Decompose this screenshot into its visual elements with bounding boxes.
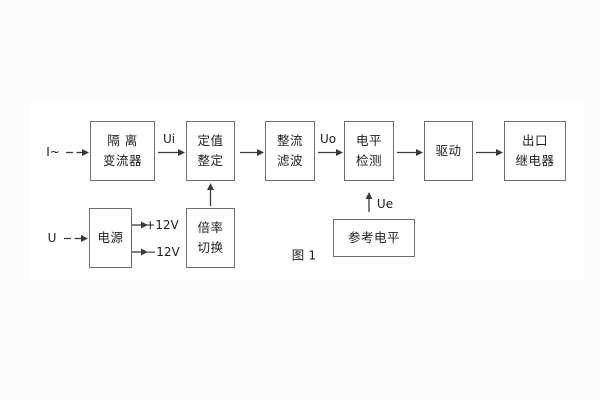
label-input-voltage: U	[47, 231, 57, 245]
block-label-line: 驱动	[435, 142, 462, 158]
figure-caption: 图 1	[291, 247, 317, 263]
label-input-current: I~	[46, 145, 60, 159]
block-label-line: 电平	[355, 132, 382, 148]
block-label-line: 检测	[355, 153, 382, 168]
block-label-line: 定值	[197, 132, 224, 148]
block-output-relay: 出口 继电器	[504, 121, 566, 181]
block-power-supply: 电源	[89, 208, 132, 268]
block-level-detection: 电平 检测	[344, 121, 394, 181]
block-isolation-transformer: 隔 离 变流器	[90, 121, 155, 181]
block-label-line: 整流	[276, 132, 303, 148]
label-signal-uo: Uo	[319, 132, 337, 146]
block-label-line: 切换	[197, 240, 224, 255]
block-ratio-switch: 倍率 切换	[186, 208, 235, 268]
block-rectifier-filter: 整流 滤波	[265, 121, 315, 181]
block-setting-adjust: 定值 整定	[186, 121, 235, 181]
block-label-line: 变流器	[102, 153, 142, 168]
block-label-line: 隔 离	[107, 132, 138, 148]
label-signal-ui: Ui	[162, 132, 176, 146]
label-minus-12v: −12V	[146, 245, 180, 259]
block-label-line: 倍率	[197, 219, 224, 235]
block-label-line: 滤波	[276, 153, 303, 168]
block-driver: 驱动	[424, 121, 473, 181]
block-label-line: 继电器	[515, 153, 555, 168]
block-label-line: 电源	[97, 229, 124, 245]
block-label-line: 出口	[521, 132, 548, 148]
block-label-line: 整定	[197, 153, 224, 168]
label-signal-ue: Ue	[376, 197, 394, 211]
block-label-line: 参考电平	[347, 229, 400, 245]
block-reference-level: 参考电平	[333, 219, 415, 257]
label-plus-12v: +12V	[145, 218, 179, 232]
